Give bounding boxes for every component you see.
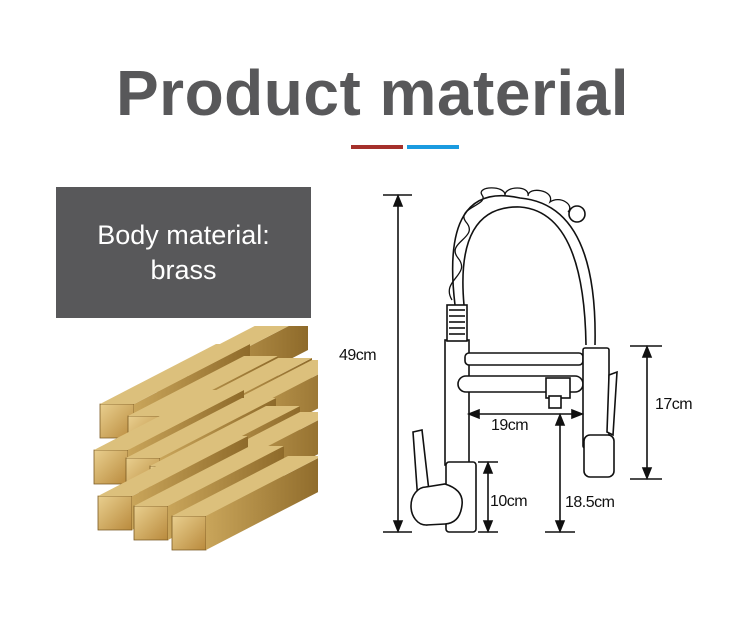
material-label: Body material: bbox=[97, 219, 270, 250]
height-dimension-line bbox=[383, 193, 412, 534]
dim-total-height: 49cm bbox=[339, 347, 377, 364]
accent-line-red bbox=[351, 145, 403, 149]
page-title: Product material bbox=[115, 57, 630, 129]
dim-spout-clearance: 18.5cm bbox=[565, 494, 615, 511]
dim-spout-reach: 19cm bbox=[491, 417, 529, 434]
accent-line-blue bbox=[407, 145, 459, 149]
brass-bars-image bbox=[93, 326, 318, 551]
faucet-dimension-diagram bbox=[383, 187, 662, 534]
dim-base-height: 10cm bbox=[490, 493, 528, 510]
dim-spray-head-height: 17cm bbox=[655, 396, 693, 413]
material-label-box: Body material: brass bbox=[56, 187, 311, 318]
material-value: brass bbox=[150, 254, 217, 285]
